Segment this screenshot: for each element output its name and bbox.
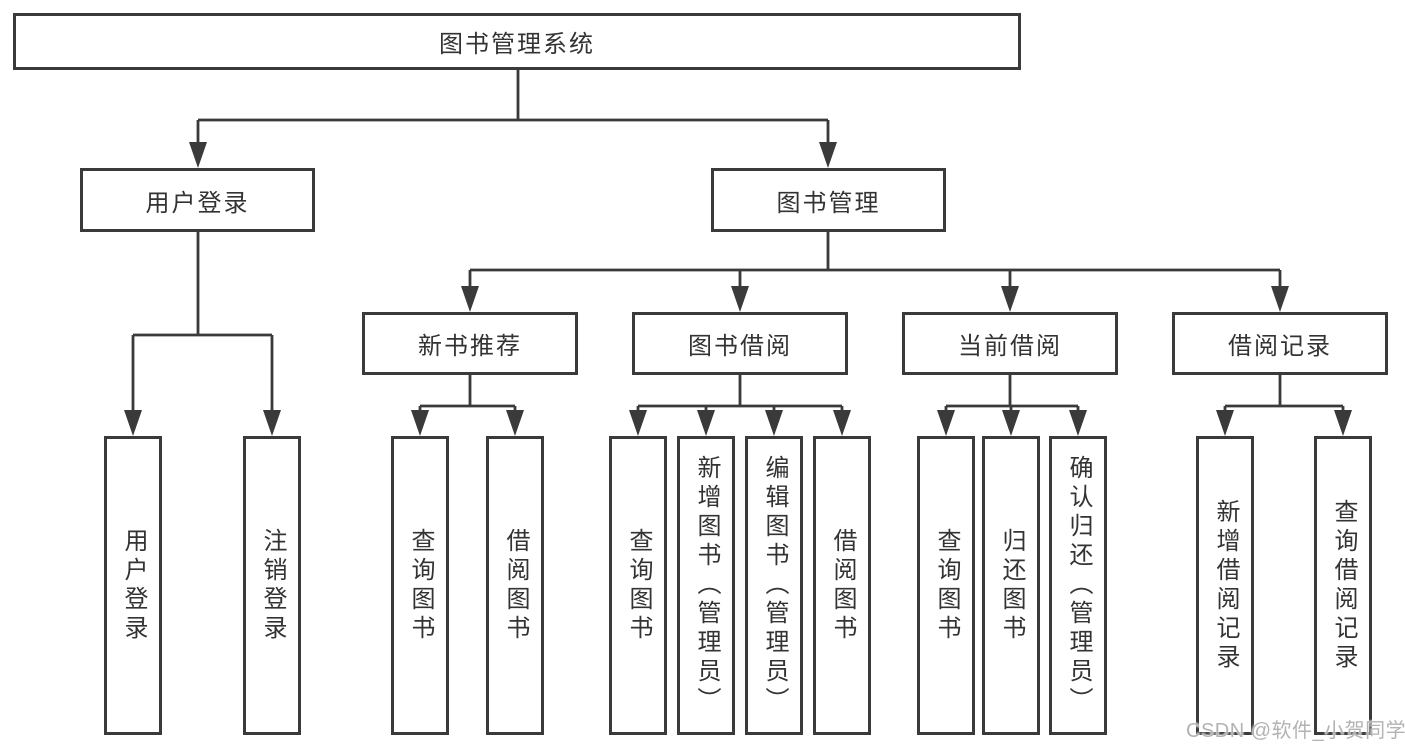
node-label: 新增图书（管理员）	[692, 455, 720, 716]
node-label: 借阅记录	[1228, 333, 1332, 360]
node-label: 新增借阅记录	[1211, 498, 1239, 673]
node-borrowing-records: 借阅记录	[1172, 312, 1388, 375]
connector-book-borrowing-split	[629, 375, 851, 436]
node-label: 查询图书	[624, 527, 652, 644]
node-label: 借阅图书	[501, 527, 529, 644]
node-label: 用户登录	[119, 527, 147, 644]
node-label: 确认归还（管理员）	[1064, 455, 1092, 716]
node-label: 注销登录	[258, 527, 286, 644]
node-new-book-recommendation: 新书推荐	[362, 312, 578, 375]
node-label: 查询图书	[932, 527, 960, 644]
leaf-current-return-book: 归还图书	[982, 436, 1040, 735]
csdn-watermark: CSDN @软件_小贺同学	[1186, 720, 1405, 742]
node-label: 归还图书	[997, 527, 1025, 644]
node-label: 用户登录	[145, 189, 250, 217]
connector-book-management-split	[461, 232, 1289, 312]
node-book-borrowing: 图书借阅	[632, 312, 848, 375]
node-library-system: 图书管理系统	[13, 13, 1021, 70]
leaf-newrec-borrow-books: 借阅图书	[486, 436, 544, 735]
node-label: 新书推荐	[418, 333, 522, 360]
connector-root-split	[189, 70, 837, 168]
node-label: 查询借阅记录	[1329, 498, 1357, 673]
leaf-current-query-books: 查询图书	[917, 436, 975, 735]
leaf-records-query-record: 查询借阅记录	[1314, 436, 1372, 735]
connector-borrowing-records-split	[1216, 375, 1352, 436]
node-label: 借阅图书	[828, 527, 856, 644]
node-label: 图书管理系统	[439, 31, 595, 58]
leaf-borrow-add-book-admin: 新增图书（管理员）	[677, 436, 735, 735]
connector-current-borrowing-split	[937, 375, 1087, 436]
leaf-current-confirm-return-admin: 确认归还（管理员）	[1049, 436, 1107, 735]
node-label: 图书借阅	[688, 333, 792, 360]
leaf-borrow-edit-book-admin: 编辑图书（管理员）	[745, 436, 803, 735]
leaf-borrow-query-books: 查询图书	[609, 436, 667, 735]
leaf-borrow-borrow-books: 借阅图书	[813, 436, 871, 735]
node-label: 查询图书	[406, 527, 434, 644]
node-user-login: 用户登录	[80, 168, 315, 232]
leaf-records-add-record: 新增借阅记录	[1196, 436, 1254, 735]
leaf-newrec-query-books: 查询图书	[391, 436, 449, 735]
node-current-borrowing: 当前借阅	[902, 312, 1118, 375]
node-book-management: 图书管理	[711, 168, 946, 232]
connector-new-book-recommendation-split	[411, 375, 524, 436]
node-label: 当前借阅	[958, 333, 1062, 360]
connector-user-login-split	[124, 232, 281, 436]
node-label: 编辑图书（管理员）	[760, 455, 788, 716]
leaf-user-login: 用户登录	[104, 436, 162, 735]
node-label: 图书管理	[776, 189, 881, 217]
leaf-logout: 注销登录	[243, 436, 301, 735]
